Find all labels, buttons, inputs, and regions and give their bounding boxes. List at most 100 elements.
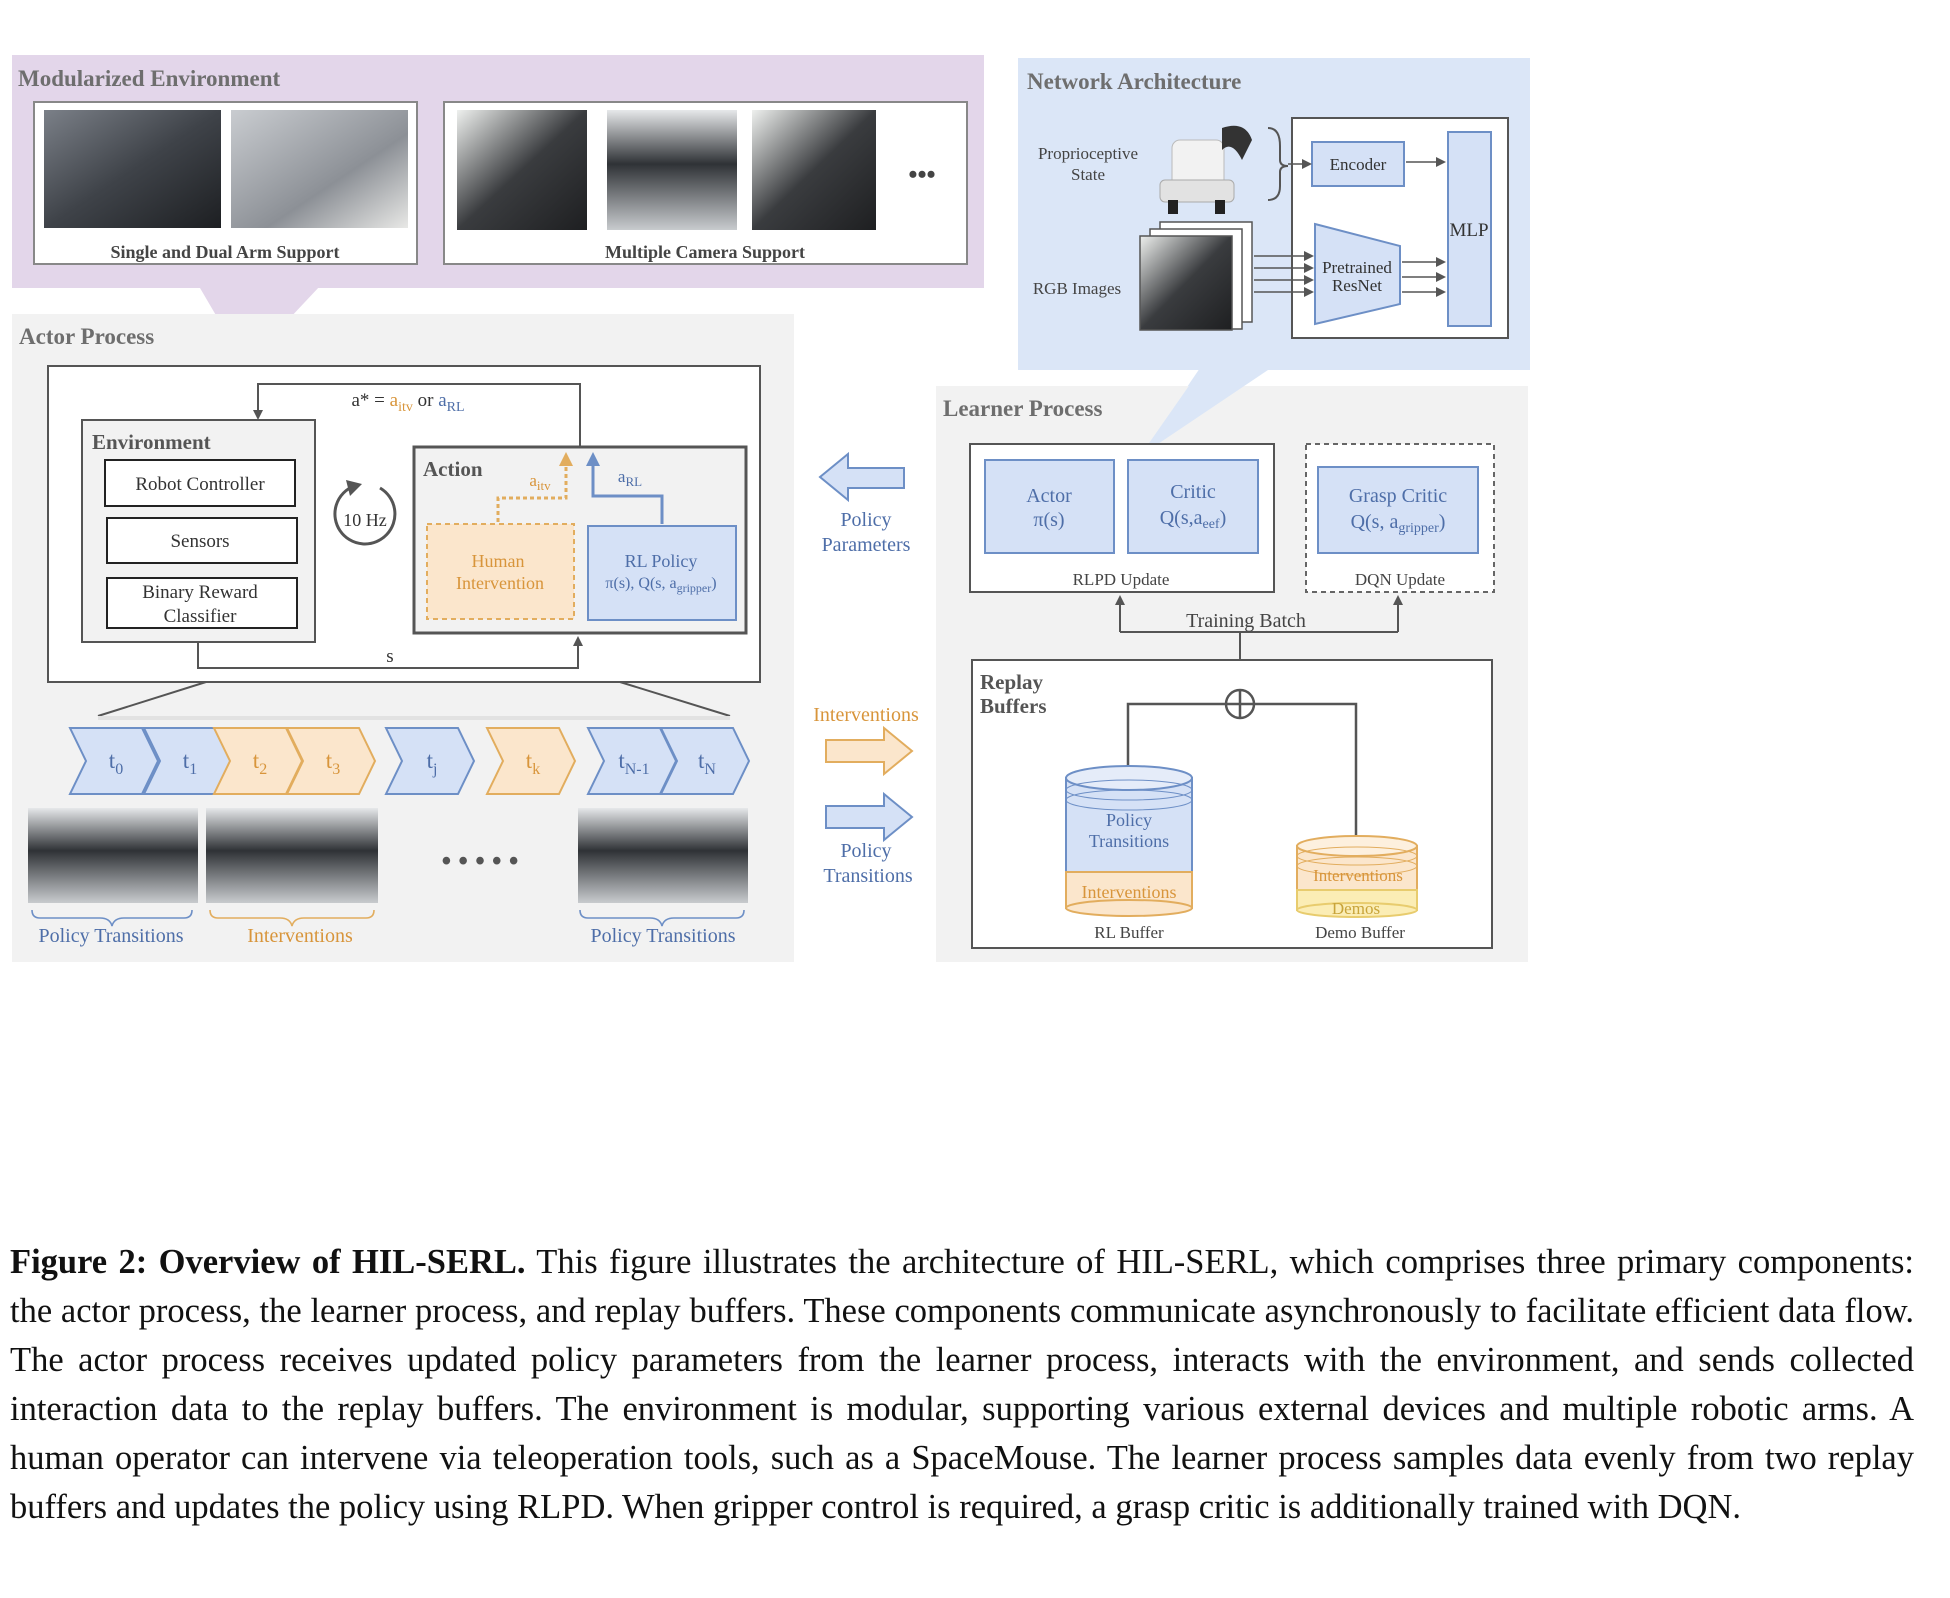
dqn-update-label: DQN Update [1355,570,1445,589]
more-cameras-dots: ••• [908,160,935,189]
brace-policy-right [579,909,745,927]
rgb-images-label: RGB Images [1033,279,1121,298]
caption-text: This figure illustrates the architecture… [10,1243,1914,1526]
human-intervention-label-2: Intervention [456,573,544,593]
middle-flow: Policy Parameters Interventions Policy T… [813,451,919,887]
rl-buffer-cylinder [1065,765,1193,917]
rl-buffer-policy-label-1: Policy [1106,810,1152,830]
figure-caption: Figure 2: Overview of HIL-SERL. This fig… [10,1238,1914,1532]
rl-policy-box [587,525,737,621]
critic-network-label-1: Critic [1170,481,1216,503]
timestep-label-1: t1 [183,748,197,778]
proprio-label-2: State [1071,165,1105,184]
actor-network-box [984,459,1115,554]
camera-photo-1 [457,110,587,230]
resnet-label-1: Pretrained [1322,258,1392,277]
rl-buffer-interventions-label: Interventions [1082,882,1177,902]
replay-buffers-title-1: Replay [980,670,1044,694]
network-architecture-title: Network Architecture [1027,69,1241,94]
actor-network-label-2: π(s) [1033,509,1064,531]
timestep-chevron-0 [68,727,160,795]
rl-buffer-label: RL Buffer [1094,923,1164,942]
action-feedback-arrow [253,383,581,446]
camera-support-caption: Multiple Camera Support [605,242,805,262]
robot-controller-box [104,459,296,507]
policy-transitions-arrow [825,791,914,843]
demo-buffer-label: Demo Buffer [1315,923,1405,942]
reward-classifier-label-1: Binary Reward [142,582,258,603]
action-equation: a* = aitv or aRL [351,390,464,415]
demo-buffer-interventions-label: Interventions [1313,866,1403,885]
learner-process-panel: Learner Process Actor π(s) Critic Q(s,ae… [936,370,1528,962]
policy-parameters-label-1: Policy [840,509,891,531]
state-label: s [386,646,393,667]
timestep-label-N-1: tN-1 [618,748,649,778]
demo-buffer-demos-label: Demos [1332,899,1380,918]
grasp-critic-label-2: Q(s, agripper) [1351,511,1446,536]
timeline-photo-3 [578,808,748,903]
timestep-chevron-j [384,727,476,795]
camera-photo-3 [752,110,876,230]
environment-title: Environment [92,430,211,454]
timeline-photo-2 [206,808,378,903]
mlp-box [1447,131,1492,327]
policy-parameters-arrow [818,451,905,503]
actor-process-panel: Actor Process a* = aitv or aRL Environme… [12,314,794,962]
timestep-label-2: t2 [253,748,267,778]
a-rl-label: aRL [618,467,642,489]
brace-policy-left [31,909,193,927]
rgb-stack-front [1139,235,1233,331]
rl-policy-label-2: π(s), Q(s, agripper) [605,575,716,595]
timestep-chevron-N [659,727,751,795]
loop-rate-label: 10 Hz [343,510,387,530]
rl-buffer-policy-label-2: Transitions [1089,831,1169,851]
sensors-label: Sensors [170,531,229,552]
timeline-chevrons: t0 t1 t2 t3 tj tk tN-1 tN [68,727,751,795]
robot-controller-label: Robot Controller [135,474,265,495]
arm-support-caption: Single and Dual Arm Support [110,242,339,262]
timeline-dots: • • • • • [441,846,518,877]
human-intervention-box [426,523,575,620]
resnet-trapezoid [1314,222,1401,326]
mlp-label: MLP [1449,220,1488,241]
resnet-label-2: ResNet [1332,276,1382,295]
critic-network-box [1127,459,1259,554]
grasp-critic-box [1317,466,1479,554]
a-itv-label: aitv [529,471,551,493]
loop-rate-icon [333,480,397,546]
timestep-chevron-k [485,727,577,795]
action-title: Action [423,457,483,481]
label-policy-transitions-right: Policy Transitions [590,925,735,947]
replay-buffers-title-2: Buffers [980,694,1047,718]
label-interventions: Interventions [247,925,353,947]
timestep-label-k: tk [526,748,540,778]
human-intervention-label-1: Human [472,551,525,571]
timestep-label-j: tj [427,748,438,778]
interventions-flow-label: Interventions [813,704,919,726]
label-policy-transitions-left: Policy Transitions [38,925,183,947]
grasp-critic-label-1: Grasp Critic [1349,485,1447,507]
timeline-photo-1 [28,808,198,903]
caption-label: Figure 2: Overview of HIL-SERL. [10,1243,526,1281]
learner-process-title: Learner Process [943,396,1103,421]
actor-network-label-1: Actor [1026,485,1072,507]
policy-transitions-label-1: Policy [840,840,891,862]
policy-parameters-label-2: Parameters [822,534,911,556]
figure-diagram: Modularized Environment Single and Dual … [12,55,1530,962]
reward-classifier-box [106,577,298,629]
reward-classifier-label-2: Classifier [164,606,237,627]
gripper-icon [1159,125,1252,214]
camera-photo-2 [607,110,737,230]
timestep-label-0: t0 [109,748,123,778]
timestep-label-3: t3 [326,748,340,778]
demo-buffer-cylinder [1296,835,1418,918]
rl-policy-label-1: RL Policy [625,551,698,571]
interventions-arrow [825,725,914,777]
timestep-label-N: tN [698,748,716,778]
sensors-box [106,517,298,564]
actor-zoom-lines [97,681,207,717]
state-arrow [197,636,583,669]
arm-photo-single [44,110,221,228]
critic-network-label-2: Q(s,aeef) [1160,507,1227,532]
training-batch-label: Training Batch [1186,610,1306,632]
